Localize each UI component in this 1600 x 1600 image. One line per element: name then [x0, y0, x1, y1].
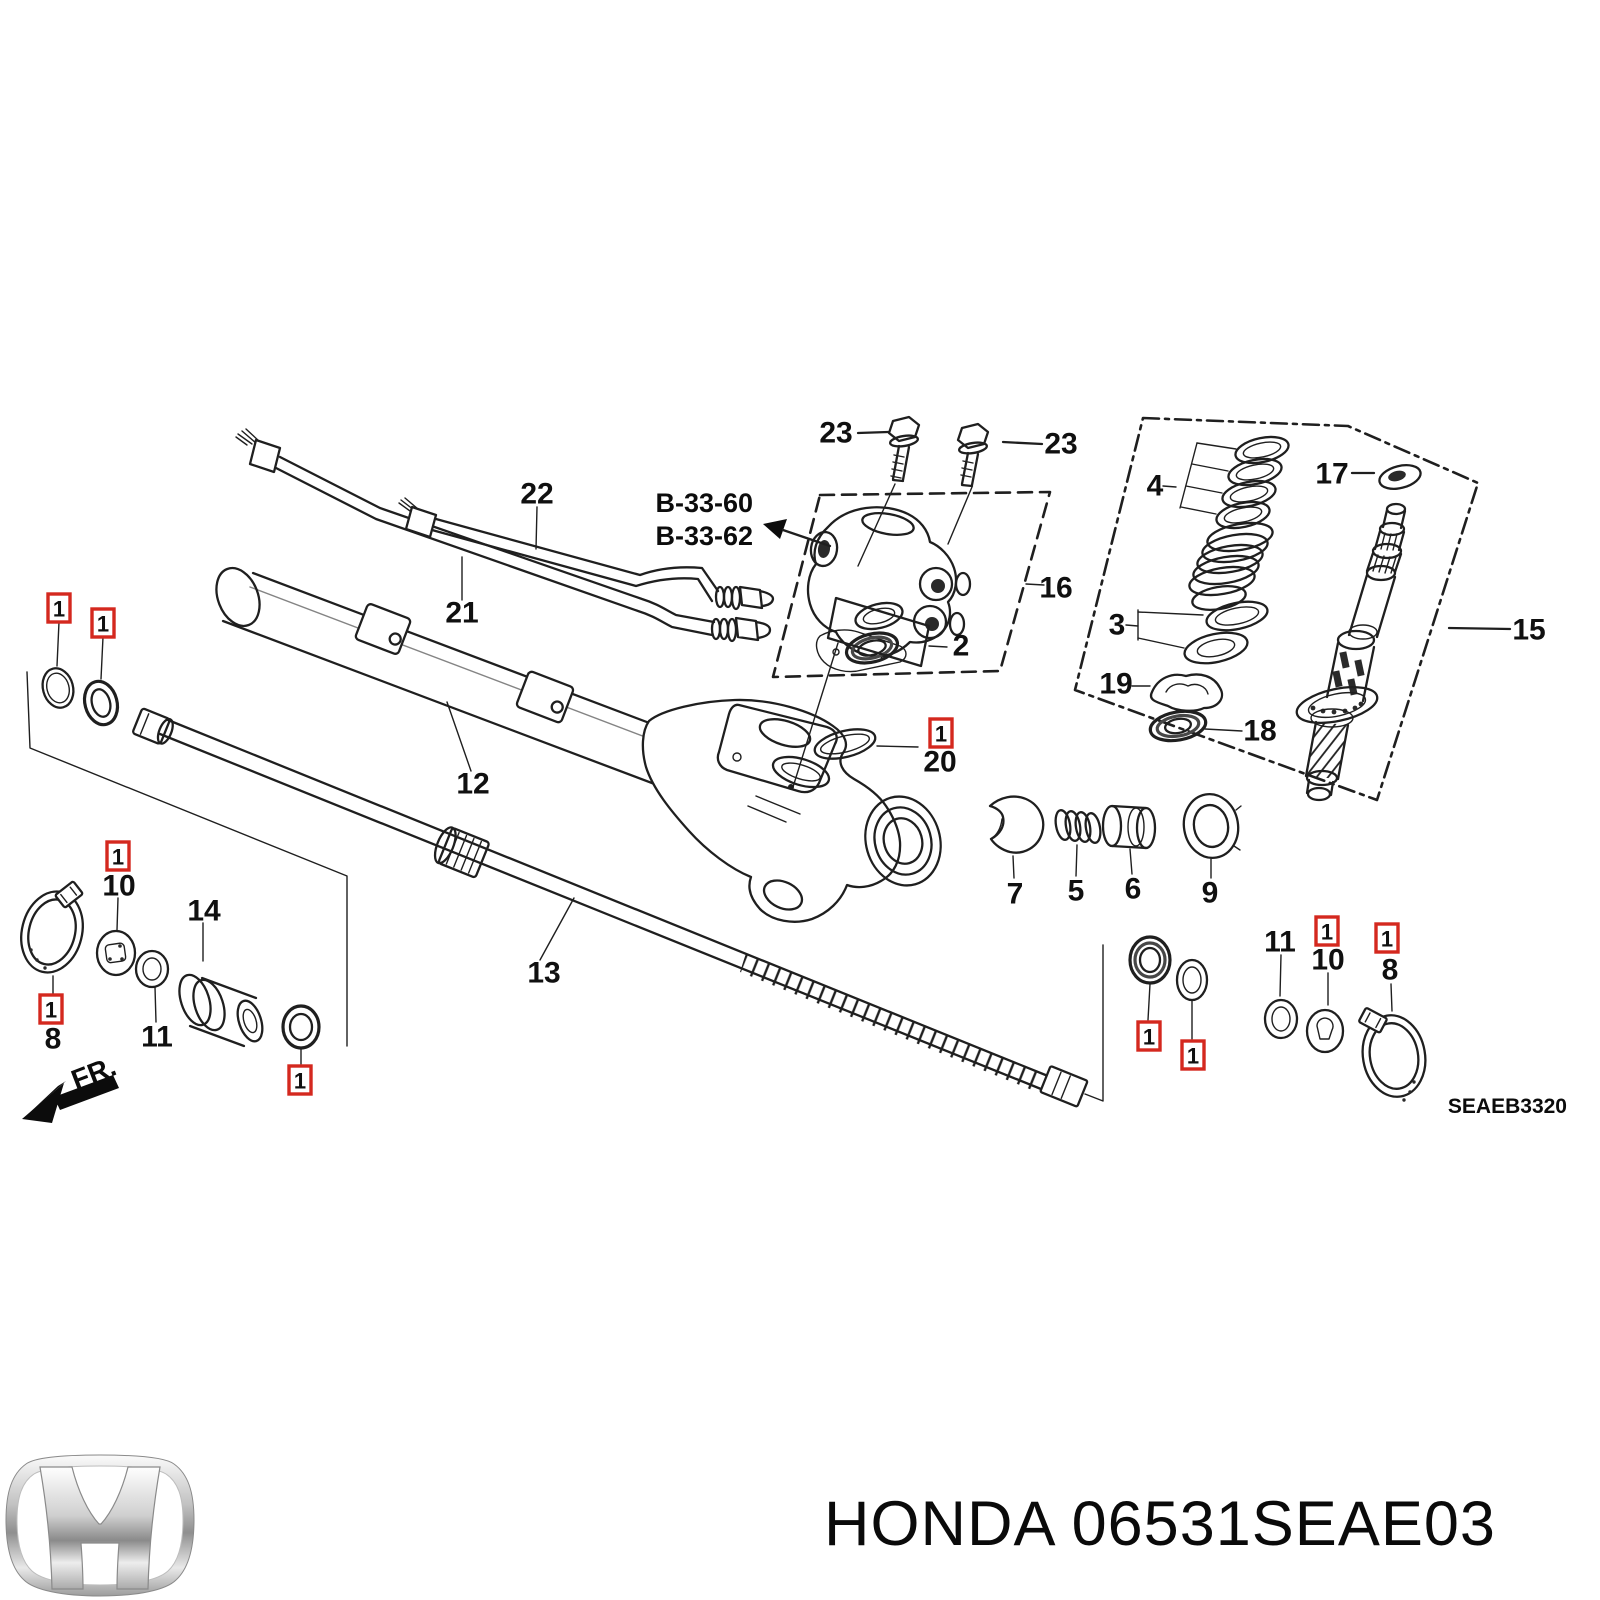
pinion-valve-shaft — [1295, 502, 1407, 802]
svg-text:1: 1 — [1143, 1025, 1155, 1050]
part-label-13: 13 — [527, 957, 560, 990]
part-label-17: 17 — [1315, 458, 1348, 491]
part-label-12: 12 — [456, 768, 489, 801]
svg-text:1: 1 — [935, 722, 947, 747]
tube-mount-block — [354, 603, 412, 655]
boxed-callout-1: 1 — [1136, 1020, 1162, 1052]
part-label-2: 2 — [953, 630, 970, 663]
part-label-10: 10 — [1311, 944, 1344, 977]
honda-logo — [5, 1454, 195, 1597]
rack-threaded-collar — [433, 826, 490, 879]
part-label-15: 15 — [1512, 614, 1545, 647]
reference-code-1: B-33-60 — [655, 488, 753, 518]
svg-text:1: 1 — [1381, 927, 1393, 952]
diagram-code: SEAEB3320 — [1448, 1095, 1567, 1118]
part-label-11: 11 — [1264, 926, 1296, 959]
boxed-callout-1: 1 — [90, 607, 116, 639]
boxed-callout-1: 1 — [1180, 1039, 1206, 1071]
valve-body-assembly — [771, 483, 1052, 679]
svg-text:1: 1 — [53, 597, 65, 622]
svg-text:1: 1 — [45, 998, 57, 1023]
reference-arrow — [763, 519, 832, 548]
part-number-text: HONDA 06531SEAE03 — [824, 1489, 1496, 1559]
part-label-16: 16 — [1039, 572, 1072, 605]
part-label-5: 5 — [1068, 875, 1085, 908]
part-label-23: 23 — [1044, 428, 1077, 461]
spacer-ring-left — [134, 949, 170, 1023]
feed-pipe-21 — [235, 428, 772, 643]
boxed-callout-1: 1 — [46, 592, 72, 624]
part-label-18: 18 — [1243, 715, 1276, 748]
part-label-21: 21 — [445, 597, 478, 630]
rack-guide — [988, 795, 1045, 854]
boot-clamp-right — [1358, 983, 1427, 1102]
svg-text:1: 1 — [1321, 920, 1333, 945]
part-label-22: 22 — [520, 478, 553, 511]
guide-spring — [1054, 809, 1102, 844]
part-label-7: 7 — [1007, 878, 1024, 911]
tube-mount-block — [515, 670, 575, 724]
front-direction-arrow — [22, 1075, 119, 1123]
boxed-callout-1: 1 — [1374, 922, 1400, 954]
steering-rack-shaft — [132, 707, 1089, 1108]
seal-ring-stack — [1162, 435, 1290, 530]
rack-end-bushing — [178, 922, 264, 1048]
bearing — [1148, 709, 1243, 743]
lock-washer — [1131, 673, 1224, 712]
washer-set — [1125, 600, 1269, 665]
boot-clamp-left — [20, 880, 84, 995]
part-label-4: 4 — [1147, 470, 1164, 503]
rack-housing-body — [641, 642, 942, 923]
svg-text:1: 1 — [97, 612, 109, 637]
part-label-19: 19 — [1099, 668, 1132, 701]
lock-nut — [1182, 792, 1242, 860]
right-seal-cluster — [1084, 935, 1427, 1102]
valve-mount-o-ring — [813, 728, 919, 760]
part-label-3: 3 — [1109, 609, 1126, 642]
svg-text:1: 1 — [1187, 1044, 1199, 1069]
boot-seal-ring — [281, 1004, 321, 1065]
part-label-11: 11 — [141, 1021, 173, 1054]
part-label-8: 8 — [1382, 954, 1399, 987]
part-label-20: 20 — [923, 746, 956, 779]
mount-bolt — [956, 422, 1044, 488]
boxed-callout-1: 1 — [287, 1064, 313, 1096]
spring-stack — [1188, 521, 1274, 611]
mount-bolt — [856, 415, 921, 483]
part-label-10: 10 — [102, 870, 135, 903]
stop-washer-left — [95, 897, 137, 977]
feed-pipe-22 — [398, 497, 775, 611]
spacer-washer — [1350, 464, 1422, 490]
boxed-callout-1: 1 — [1314, 915, 1340, 947]
part-label-23: 23 — [819, 417, 852, 450]
boxed-callout-1: 1 — [105, 840, 131, 872]
reference-code-2: B-33-62 — [655, 521, 753, 551]
part-label-6: 6 — [1125, 873, 1142, 906]
part-label-8: 8 — [45, 1023, 62, 1056]
part-label-9: 9 — [1202, 877, 1219, 910]
left-seal-cluster — [26, 621, 348, 1047]
valve-unit-kit — [1073, 416, 1512, 802]
boxed-callout-1: 1 — [38, 993, 64, 1025]
boxed-callout-1: 1 — [928, 717, 954, 749]
part-label-14: 14 — [187, 895, 221, 928]
rack-guide-parts-row — [988, 792, 1242, 879]
svg-text:1: 1 — [294, 1069, 306, 1094]
guide-screw-plug — [1101, 804, 1157, 850]
rack-gear-teeth — [740, 953, 1038, 1090]
svg-text:1: 1 — [112, 845, 124, 870]
